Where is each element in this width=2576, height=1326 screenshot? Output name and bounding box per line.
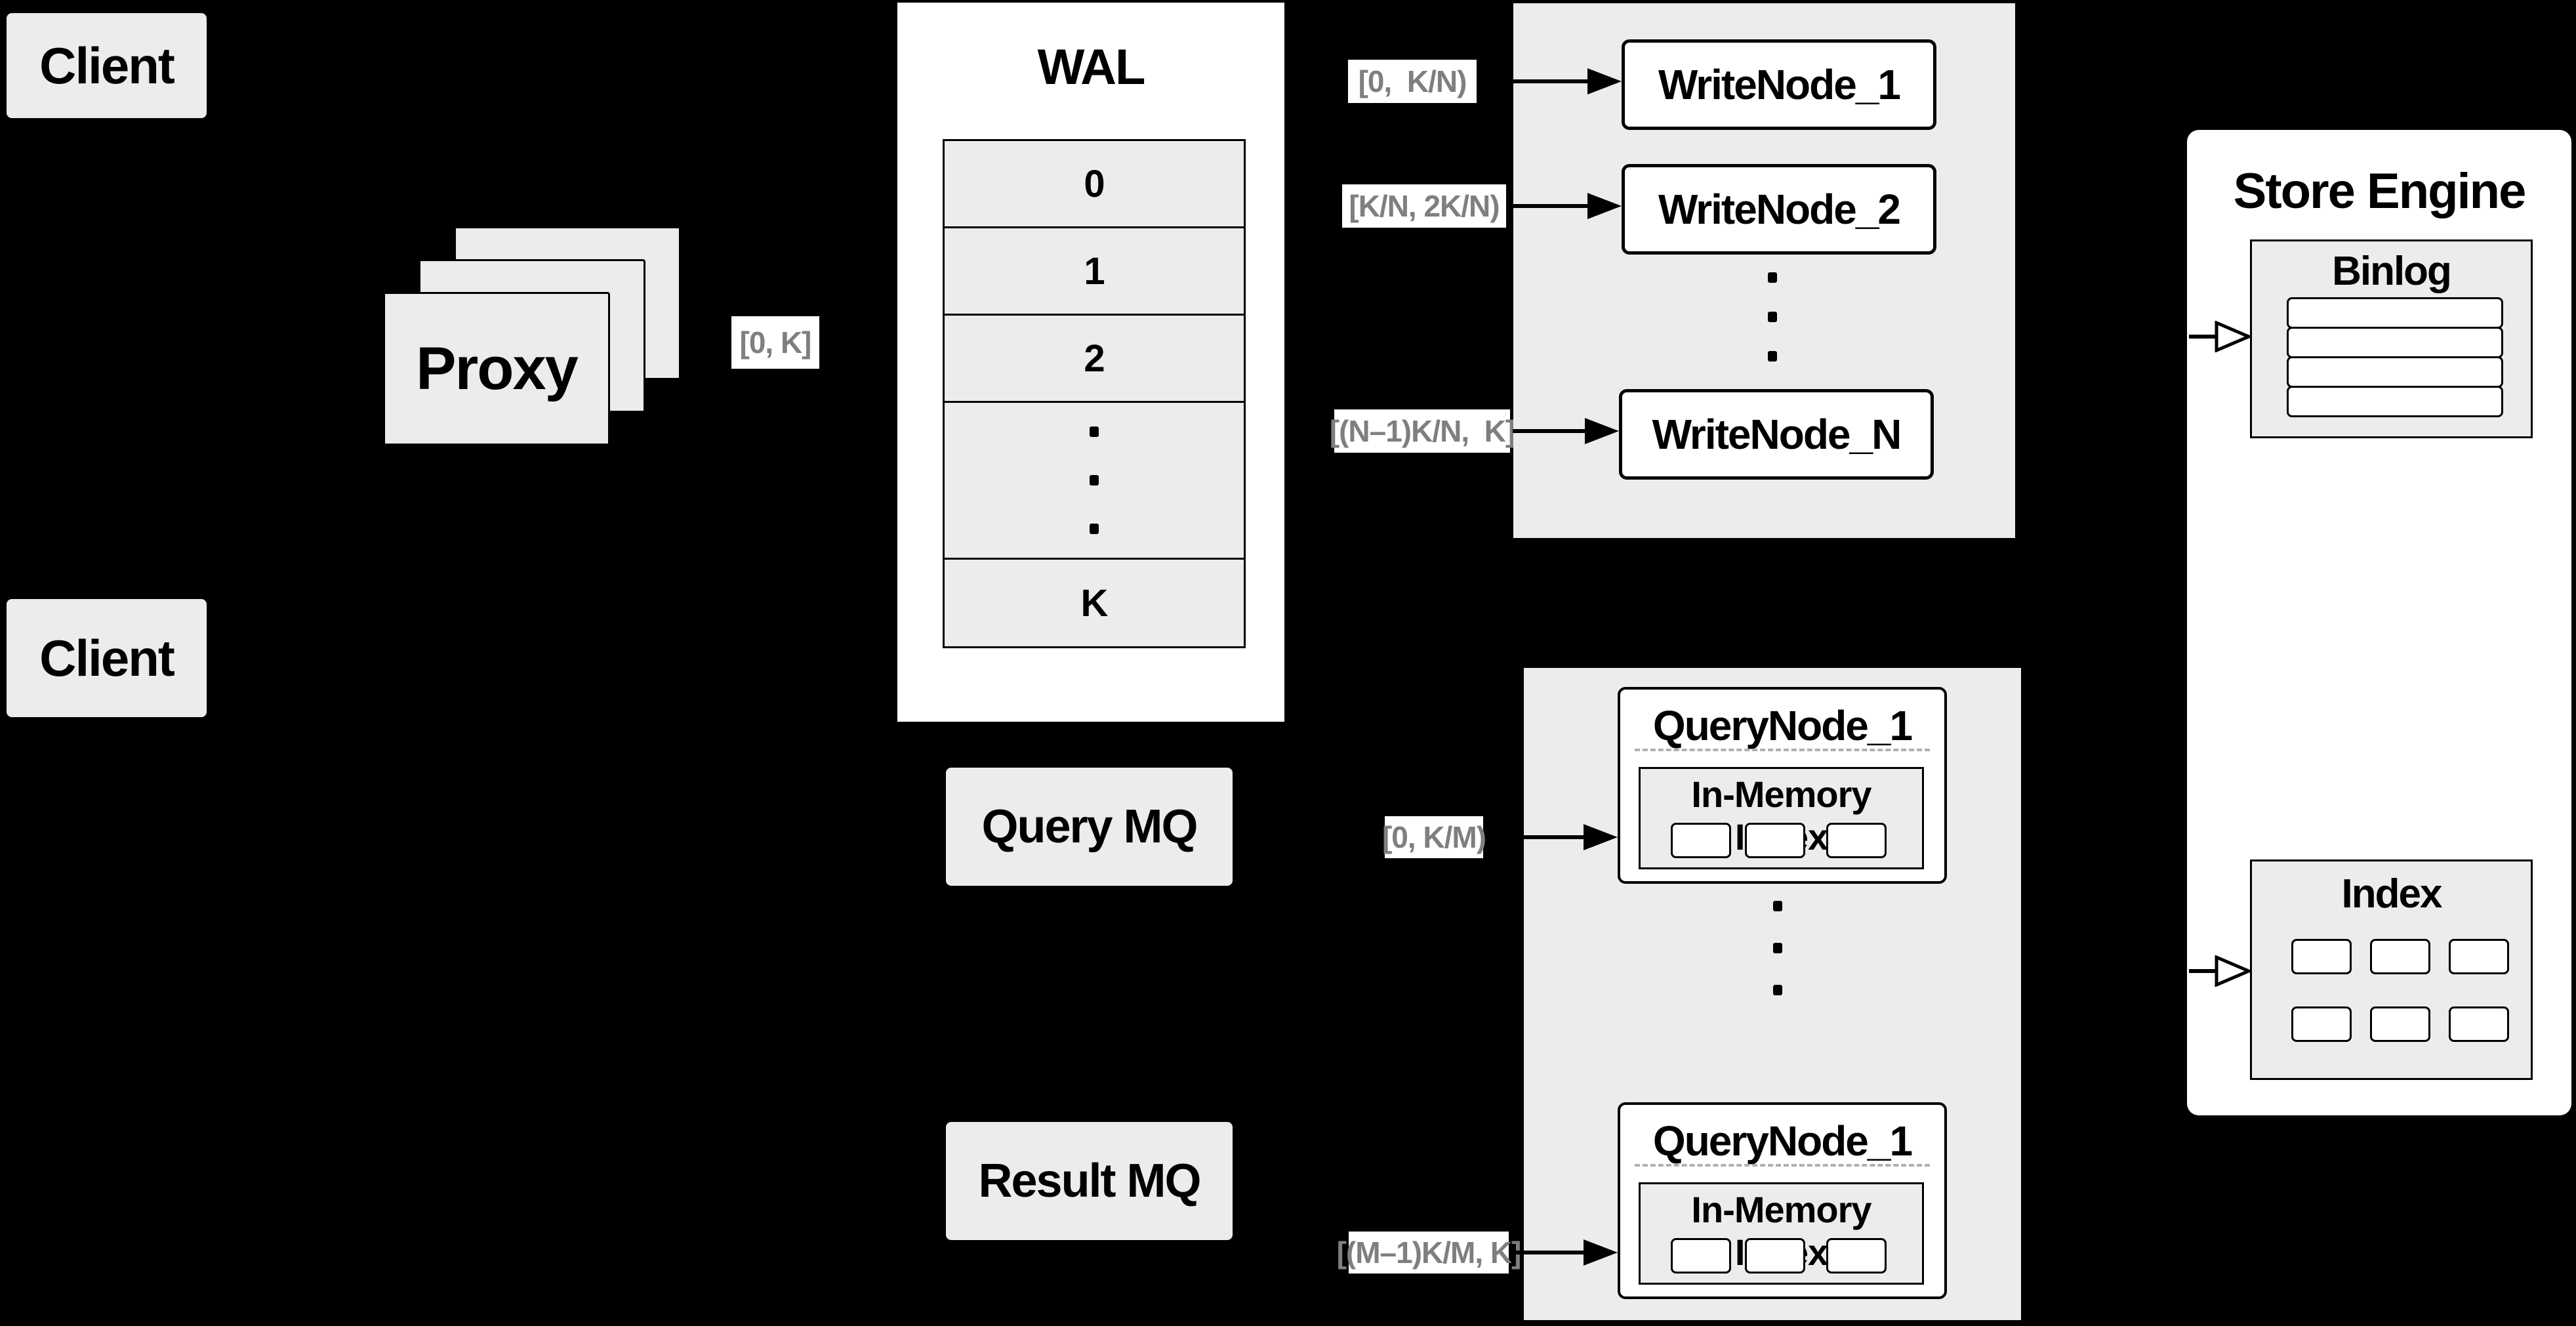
wal-row-k: K: [945, 560, 1244, 646]
binlog-row: [2287, 297, 2503, 329]
index-segment: [2291, 1006, 2352, 1042]
store-engine-title: Store Engine: [2233, 163, 2527, 219]
vertical-dots: [1768, 272, 1777, 362]
dot: [1773, 943, 1782, 953]
querynode-1-box: QueryNode_1 In-Memory Index: [1618, 687, 1947, 884]
index-box: Index: [2250, 860, 2533, 1080]
vertical-dots: [1090, 475, 1099, 486]
arrow-line-querynode-1: [1486, 835, 1585, 839]
arrow-head-writenode-1: [1587, 68, 1622, 94]
in-memory-index-2: In-Memory Index: [1639, 1182, 1924, 1285]
binlog-title: Binlog: [2332, 249, 2452, 294]
wal-row-1: 1: [945, 228, 1244, 316]
client-box-bottom: Client: [7, 599, 207, 717]
index-segment: [2291, 939, 2352, 974]
index-segment: [2370, 1006, 2430, 1042]
querynode-2-box: QueryNode_1 In-Memory Index: [1618, 1102, 1947, 1299]
binlog-row: [2287, 327, 2503, 358]
memory-segment: [1745, 823, 1805, 858]
arrow-head-querynode-1: [1584, 824, 1618, 850]
memory-segment: [1671, 1238, 1731, 1274]
arrow-line-binlog: [2189, 335, 2217, 339]
dot: [1768, 351, 1777, 362]
range-label-proxy-text: [0, K]: [739, 325, 812, 360]
dashed-separator: [1635, 749, 1930, 751]
arrow-head-binlog: [2215, 321, 2251, 352]
client-box-top: Client: [7, 13, 207, 118]
result-mq-label: Result MQ: [978, 1155, 1201, 1207]
memory-segment: [1671, 823, 1731, 858]
range-label-querynode-1: [0, K/M): [1381, 816, 1486, 858]
range-label-querynode-2-text: [(M–1)K/M, K]: [1336, 1235, 1522, 1270]
range-label-writenode-2: [K/N, 2K/N): [1342, 184, 1506, 228]
writenode-2-label: WriteNode_2: [1658, 186, 1901, 233]
dot: [1768, 312, 1777, 322]
client-top-label: Client: [39, 36, 175, 94]
writenode-1-label: WriteNode_1: [1658, 61, 1901, 108]
range-label-querynode-2: [(M–1)K/M, K]: [1337, 1232, 1521, 1274]
arrow-line-writenode-1: [1478, 79, 1588, 83]
proxy-label: Proxy: [416, 335, 579, 402]
arrow-head-index: [2215, 955, 2251, 987]
range-label-proxy: [0, K]: [731, 316, 819, 369]
arrow-head-writenode-n: [1585, 418, 1619, 444]
dot: [1773, 901, 1782, 911]
arrow-line-querynode-2: [1511, 1251, 1585, 1254]
writenode-n-label: WriteNode_N: [1652, 411, 1902, 458]
proxy-box-front: Proxy: [383, 292, 610, 445]
dot: [1773, 985, 1782, 995]
wal-row-ellipsis: [945, 403, 1244, 560]
querynode-2-title: QueryNode_1: [1652, 1117, 1913, 1165]
wal-container: WAL 0 1 2 K: [897, 3, 1284, 722]
memory-segment: [1826, 1238, 1887, 1274]
binlog-box: Binlog: [2250, 239, 2533, 438]
dot: [1768, 272, 1777, 283]
querynode-panel: QueryNode_1 In-Memory Index QueryNode_1 …: [1524, 668, 2021, 1320]
memory-segment: [1745, 1238, 1805, 1274]
index-title: Index: [2341, 871, 2443, 917]
binlog-rows: [2287, 297, 2503, 417]
store-engine-container: Store Engine Binlog Index: [2187, 130, 2571, 1115]
memory-segment: [1826, 823, 1887, 858]
index-segment: [2449, 939, 2509, 974]
index-segment: [2449, 1006, 2509, 1042]
client-bottom-label: Client: [39, 629, 175, 687]
in-memory-index-1: In-Memory Index: [1639, 767, 1924, 869]
query-mq-label: Query MQ: [981, 800, 1198, 853]
index-segment: [2370, 939, 2430, 974]
vertical-dots: [1090, 524, 1099, 534]
arrow-line-index: [2189, 969, 2217, 973]
wal-row-0: 0: [945, 141, 1244, 228]
arrow-head-writenode-2: [1587, 193, 1622, 219]
arrow-line-writenode-2: [1509, 204, 1589, 208]
vertical-dots: [1773, 901, 1782, 995]
range-label-writenode-n: [(N–1)K/N, K]: [1330, 409, 1515, 453]
writenode-2-box: WriteNode_2: [1622, 164, 1936, 255]
binlog-row: [2287, 386, 2503, 417]
range-label-querynode-1-text: [0, K/M): [1381, 820, 1486, 854]
result-mq-box: Result MQ: [946, 1122, 1233, 1240]
writenode-1-box: WriteNode_1: [1622, 39, 1936, 130]
vertical-dots: [1090, 426, 1099, 437]
query-mq-box: Query MQ: [946, 768, 1233, 886]
arrow-head-querynode-2: [1584, 1239, 1618, 1266]
arrow-line-writenode-n: [1513, 429, 1586, 433]
dashed-separator: [1635, 1164, 1930, 1167]
wal-table: 0 1 2 K: [943, 139, 1246, 648]
binlog-row: [2287, 356, 2503, 388]
range-label-writenode-1-text: [0, K/N): [1358, 64, 1467, 98]
range-label-writenode-1: [0, K/N): [1348, 60, 1477, 103]
wal-title: WAL: [1037, 39, 1146, 95]
range-label-writenode-2-text: [K/N, 2K/N): [1349, 189, 1500, 223]
querynode-1-title: QueryNode_1: [1652, 702, 1913, 749]
writenode-n-box: WriteNode_N: [1619, 389, 1934, 480]
wal-row-2: 2: [945, 316, 1244, 403]
range-label-writenode-n-text: [(N–1)K/N, K]: [1329, 414, 1515, 448]
